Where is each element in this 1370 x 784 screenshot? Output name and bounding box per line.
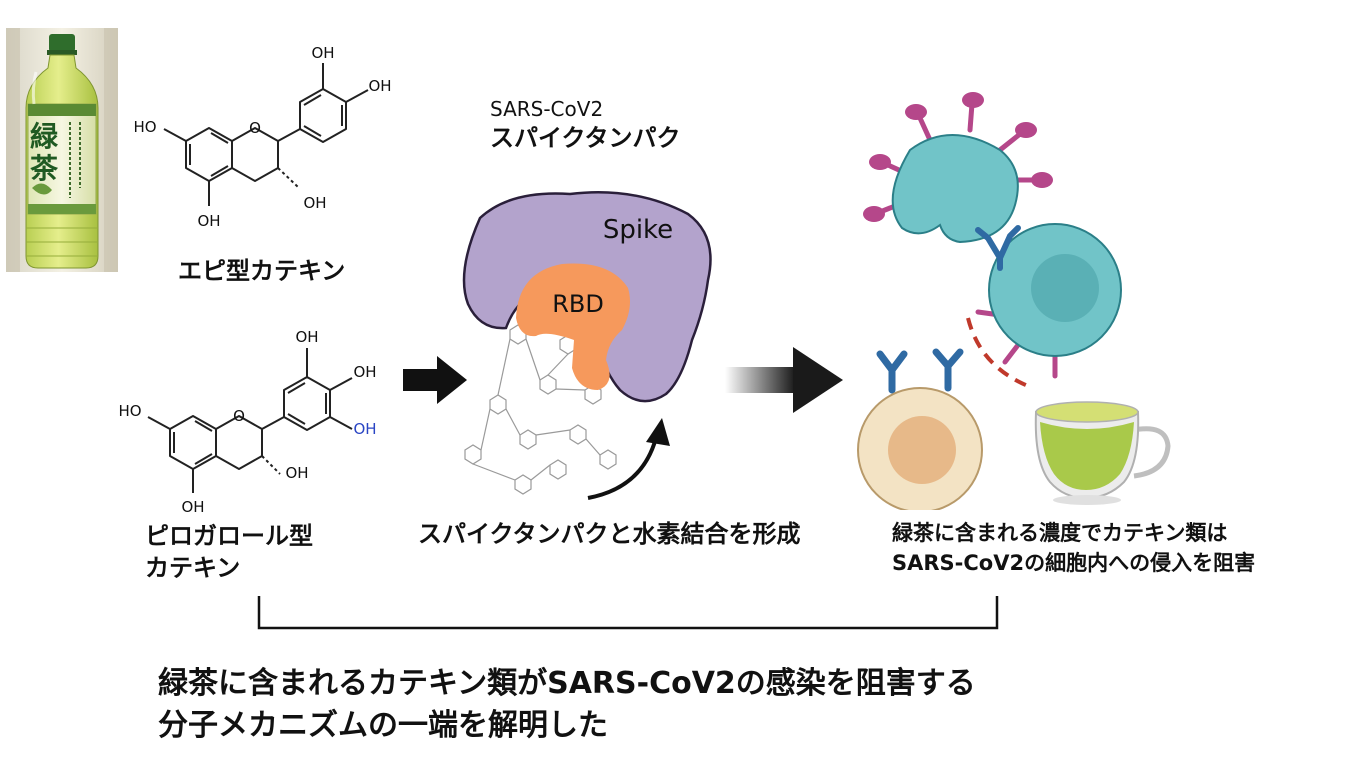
ho-label: HO bbox=[118, 402, 141, 420]
bottle-kanji-2: 茶 bbox=[30, 152, 59, 185]
virus-particle bbox=[891, 134, 1019, 244]
virus-cell-illustration bbox=[857, 92, 1171, 510]
spike-protein-rbd-illustration: Spike RBD bbox=[462, 191, 712, 500]
conclusion-line2: 分子メカニズムの一端を解明した bbox=[158, 708, 608, 743]
epi-catechin-structure: O OH OH HO OH OH bbox=[133, 44, 391, 230]
oh-label: OH bbox=[181, 498, 204, 516]
ring-oxygen-label: O bbox=[249, 119, 261, 137]
ho-label: HO bbox=[133, 118, 156, 136]
ring-oxygen-label: O bbox=[233, 407, 245, 425]
host-cell bbox=[857, 348, 983, 510]
tea-cup-icon bbox=[1034, 401, 1171, 505]
conclusion-line1: 緑茶に含まれるカテキン類がSARS-CoV2の感染を阻害する bbox=[158, 666, 976, 701]
rbd-label: RBD bbox=[552, 290, 604, 318]
rbd-shape bbox=[516, 263, 630, 390]
oh-label: OH bbox=[285, 464, 308, 482]
oh-label: OH bbox=[353, 363, 376, 381]
spike-label: Spike bbox=[603, 215, 673, 245]
oh-label: OH bbox=[368, 77, 391, 95]
inhibition-caption-line1: 緑茶に含まれる濃度でカテキン類は bbox=[892, 521, 1228, 545]
epi-catechin-label: エピ型カテキン bbox=[178, 257, 346, 285]
bottle-kanji-1: 緑 bbox=[30, 120, 59, 153]
inhibition-caption-line2: SARS-CoV2の細胞内への侵入を阻害 bbox=[892, 551, 1256, 575]
hydrogen-bond-caption: スパイクタンパクと水素結合を形成 bbox=[418, 520, 801, 548]
spike-shape bbox=[462, 191, 712, 403]
spike-title-line1: SARS-CoV2 bbox=[490, 97, 604, 121]
summary-bracket bbox=[257, 596, 999, 630]
bound-catechin-molecules bbox=[464, 324, 617, 495]
oh-label-highlight: OH bbox=[353, 420, 376, 438]
oh-label: OH bbox=[197, 212, 220, 230]
pyrogallol-catechin-label-line2: カテキン bbox=[145, 554, 241, 582]
pyrogallol-catechin-label-line1: ピロガロール型 bbox=[145, 522, 313, 550]
oh-label: OH bbox=[303, 194, 326, 212]
pyrogallol-catechin-structure: O OH OH OH HO OH OH bbox=[118, 328, 376, 516]
spike-title-line2: スパイクタンパク bbox=[490, 124, 681, 152]
oh-label: OH bbox=[295, 328, 318, 346]
oh-label: OH bbox=[311, 44, 334, 62]
cell-with-receptors bbox=[975, 223, 1122, 379]
arrow-right-icon bbox=[403, 356, 467, 404]
gradient-arrow-right-icon bbox=[725, 347, 843, 413]
green-tea-bottle-illustration: 緑 茶 bbox=[6, 28, 118, 272]
